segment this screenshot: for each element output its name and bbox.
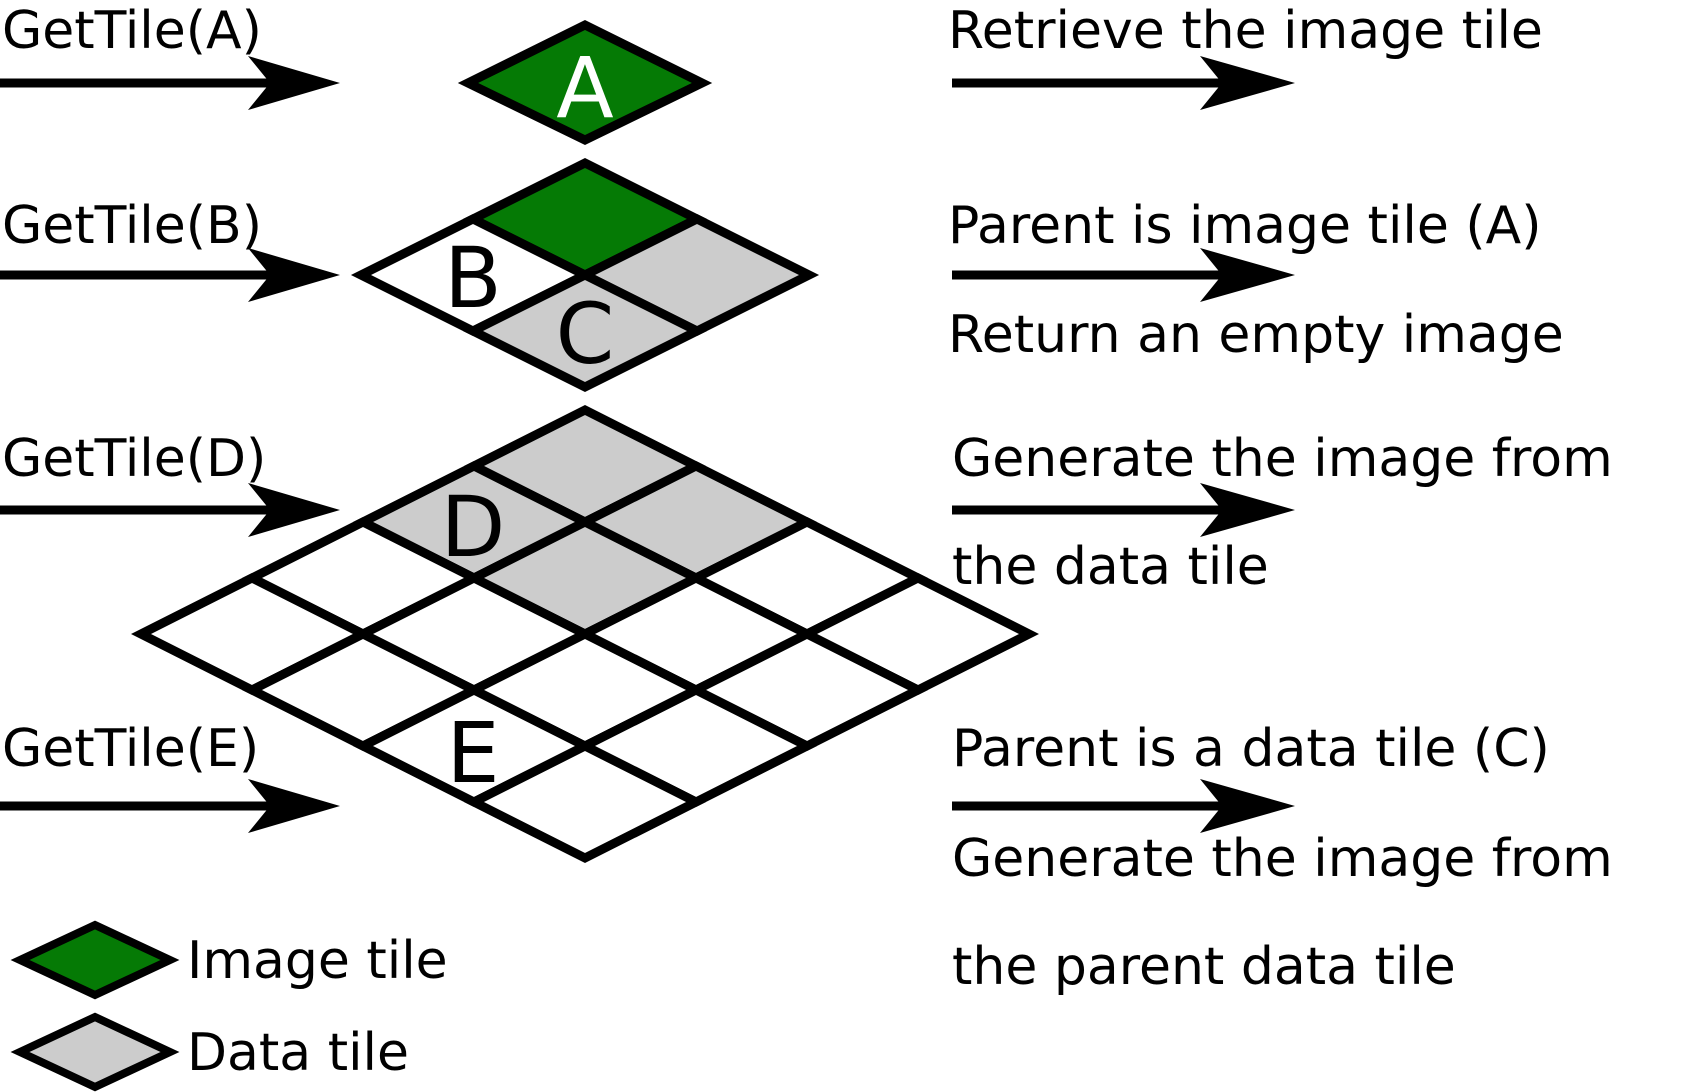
result-arrows	[952, 56, 1295, 833]
desc-d-line1: Generate the image from	[952, 429, 1613, 489]
result-arrow-a	[952, 56, 1295, 110]
legend-data-tile-label: Data tile	[187, 1023, 409, 1083]
call-arrow-e	[0, 779, 340, 833]
desc-b-line1: Parent is image tile (A)	[948, 196, 1542, 256]
tile-c	[462, 269, 708, 393]
call-b: GetTile(B)	[0, 196, 340, 302]
tile-label-a: A	[556, 39, 613, 137]
legend: Image tile Data tile	[10, 920, 448, 1092]
pyramid-level-1	[350, 157, 820, 393]
desc-e-line1: Parent is a data tile (C)	[952, 719, 1550, 779]
desc-d-line2: the data tile	[952, 537, 1269, 597]
call-label-e: GetTile(E)	[2, 719, 259, 779]
result-arrow-b	[952, 248, 1295, 302]
tile-label-c: C	[556, 285, 615, 383]
tile-level2-3-3	[464, 740, 706, 864]
descriptions: Retrieve the image tile Parent is image …	[948, 1, 1613, 997]
result-arrow-e	[952, 779, 1295, 833]
desc-a-line1: Retrieve the image tile	[948, 1, 1543, 61]
pyramid-level-2	[131, 404, 1039, 864]
desc-b-line2: Return an empty image	[948, 305, 1564, 365]
call-arrow-a	[0, 56, 340, 110]
call-d: GetTile(D)	[0, 429, 340, 537]
tile-labels: A B C D E	[441, 39, 615, 802]
call-arrow-d	[0, 483, 340, 537]
call-label-d: GetTile(D)	[2, 429, 266, 489]
tile-label-b: B	[444, 229, 502, 327]
call-label-b: GetTile(B)	[2, 196, 262, 256]
legend-image-tile-swatch	[10, 920, 180, 1000]
tile-label-d: D	[441, 478, 506, 576]
call-arrow-b	[0, 248, 340, 302]
result-arrow-d	[952, 483, 1295, 537]
legend-image-tile-label: Image tile	[187, 931, 448, 991]
call-e: GetTile(E)	[0, 719, 340, 833]
tile-label-e: E	[446, 704, 499, 802]
call-a: GetTile(A)	[0, 1, 340, 110]
desc-e-line2: Generate the image from	[952, 829, 1613, 889]
desc-e-line3: the parent data tile	[952, 937, 1456, 997]
pyramid-level-0	[457, 19, 713, 146]
legend-data-tile-swatch	[10, 1012, 180, 1092]
tile-a	[457, 19, 713, 146]
call-label-a: GetTile(A)	[2, 1, 262, 61]
